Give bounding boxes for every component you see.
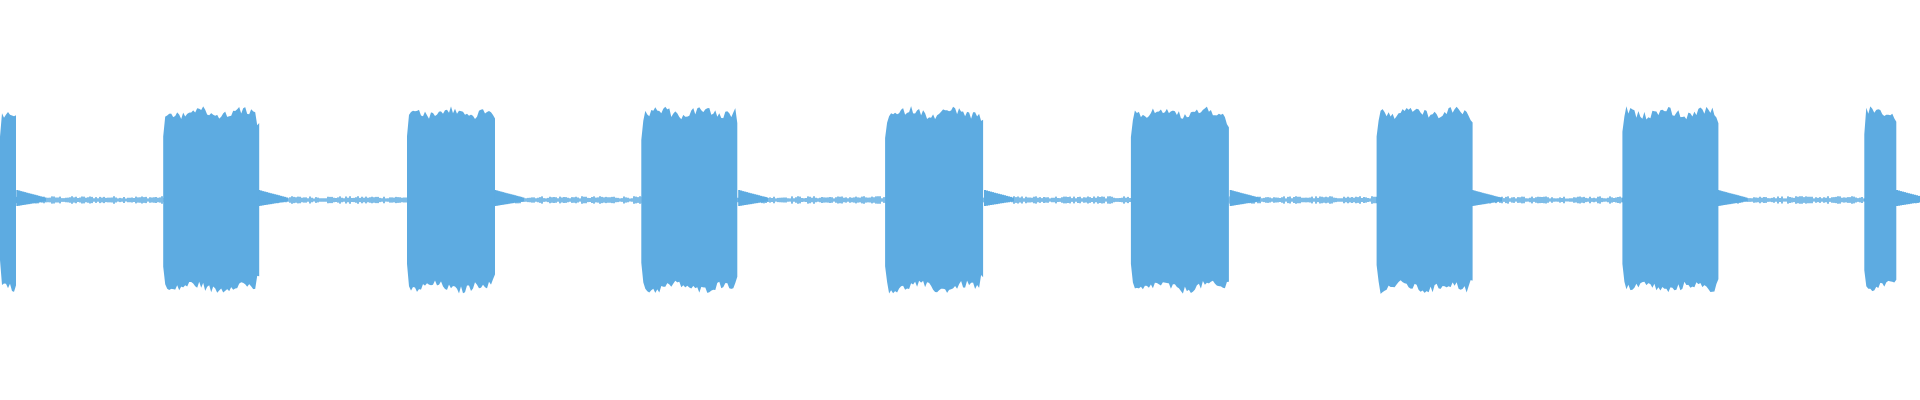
waveform-burst — [885, 106, 1014, 294]
waveform-burst-tail — [16, 190, 47, 206]
waveform-burst-tail — [1229, 190, 1260, 206]
waveform-burst-tail — [494, 190, 525, 206]
waveform-burst-body — [1864, 106, 1897, 292]
waveform-burst-tail — [1717, 190, 1748, 206]
waveform-burst-tail — [984, 190, 1014, 206]
waveform-burst-tail — [1896, 190, 1920, 206]
waveform-burst-tail — [738, 190, 769, 206]
waveform-burst-body — [1622, 106, 1719, 293]
waveform-burst-body — [163, 106, 260, 293]
waveform-burst-body — [885, 106, 984, 294]
waveform-burst — [407, 106, 525, 294]
waveform-burst-body — [407, 106, 495, 294]
waveform-burst-tail — [1471, 190, 1502, 206]
waveform-burst — [1864, 106, 1920, 292]
waveform-burst — [1622, 106, 1748, 293]
waveform-burst-tail — [258, 190, 289, 206]
waveform-burst-body — [641, 106, 738, 293]
waveform-burst — [1130, 106, 1260, 294]
waveform-burst-body — [1130, 106, 1229, 294]
waveform-burst-body — [0, 112, 16, 292]
waveform-burst — [641, 106, 769, 293]
waveform-burst — [1376, 106, 1502, 294]
waveform-burst — [0, 112, 47, 292]
waveform-burst-body — [1376, 106, 1473, 294]
waveform-burst — [163, 106, 289, 293]
